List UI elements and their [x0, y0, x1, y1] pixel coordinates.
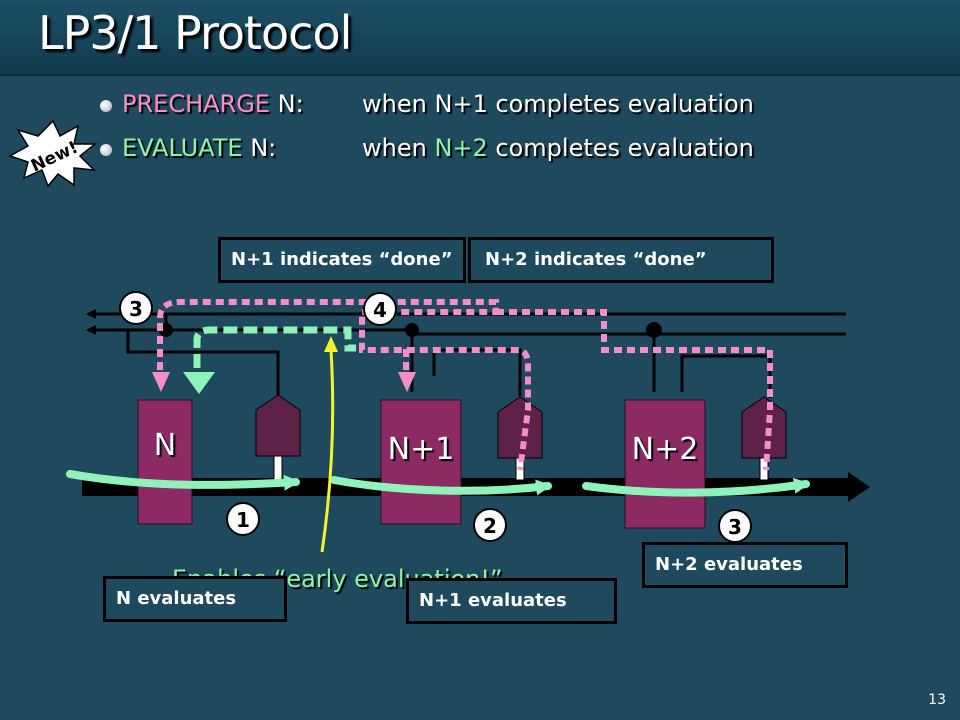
evaluate-cond-suffix: completes evaluation: [487, 134, 754, 162]
step-precharge-n: 3: [119, 291, 153, 325]
precharge-cond-suffix: completes evaluation: [487, 90, 754, 118]
title-bar: [0, 0, 960, 76]
bullet-dot-icon: [100, 100, 112, 112]
slide-title: LP3/1 Protocol: [38, 6, 352, 60]
evaluate-cond-node: N+2: [434, 134, 488, 162]
bullet-dot-icon: [100, 144, 112, 156]
evaluate-cond-prefix: when: [362, 134, 435, 162]
evaluate-term: EVALUATE: [122, 134, 243, 162]
evaluate-enable-path: [193, 326, 356, 368]
svg-text:3: 3: [129, 297, 143, 321]
early-eval-pointer: [320, 349, 335, 553]
evaluate-node: N:: [242, 134, 277, 162]
page-number: 13: [928, 692, 946, 708]
stage-label-n1: N+1: [387, 432, 455, 467]
precharge-n1-arrow-icon: [398, 372, 416, 392]
step-eval-n1: 2: [473, 508, 507, 542]
precharge-node: N:: [269, 90, 304, 118]
precharge-path: [157, 299, 773, 471]
stage-label-n: N: [153, 428, 177, 463]
evaluate-n-arrow-icon: [183, 372, 215, 394]
step-precharge-n1: 4: [363, 292, 397, 326]
evaluation-flow: [66, 470, 810, 497]
stage-label-n2: N+2: [631, 432, 699, 467]
precharge-cond-node: N+1: [434, 90, 488, 118]
stage-n: [137, 399, 193, 525]
precharge-cond-prefix: when: [362, 90, 435, 118]
svg-text:3: 3: [728, 515, 742, 539]
step-eval-n: 1: [226, 502, 260, 536]
callout-n2-done: N+2 indicates “done”: [468, 237, 774, 283]
svg-text:4: 4: [373, 298, 387, 322]
new-starburst-icon: New!: [8, 119, 98, 188]
precharge-term: PRECHARGE: [122, 90, 270, 118]
callout-n-evaluates: N evaluates: [103, 576, 287, 622]
callout-n1-done: N+1 indicates “done”: [218, 237, 466, 283]
precharge-n-arrow-icon: [152, 372, 170, 392]
pointer-arrowhead-icon: [324, 336, 338, 352]
callout-n1-evaluates: N+1 evaluates: [406, 578, 617, 624]
callout-n2-evaluates: N+2 evaluates: [642, 542, 848, 588]
stage-n2: [624, 399, 706, 529]
svg-text:1: 1: [236, 508, 250, 532]
stage-n1: [380, 399, 462, 525]
step-eval-n2: 3: [718, 509, 752, 543]
completion-detector-n: [255, 394, 301, 481]
svg-text:2: 2: [483, 514, 497, 538]
